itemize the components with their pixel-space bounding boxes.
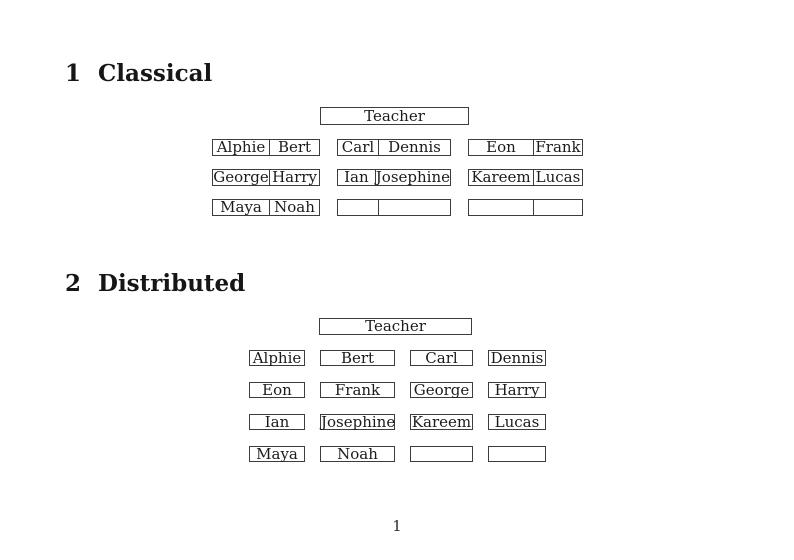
page-number: 1 bbox=[392, 517, 402, 535]
seat-box: George bbox=[410, 382, 473, 398]
teacher-box: Teacher bbox=[319, 318, 472, 335]
desk-seat-right: Dennis bbox=[388, 138, 441, 156]
desk-seat-right bbox=[534, 200, 582, 215]
desk-seat-left: George bbox=[213, 168, 270, 186]
desk-seat-left: Kareem bbox=[469, 170, 534, 185]
desk-seat-left bbox=[469, 200, 534, 215]
seat-box: Eon bbox=[249, 382, 305, 398]
seat-box: Maya bbox=[249, 446, 305, 462]
desk: George Harry bbox=[212, 169, 320, 186]
desk-seat-left: Ian bbox=[338, 170, 376, 185]
desk-empty bbox=[337, 199, 451, 216]
section-number: 1 bbox=[65, 60, 82, 87]
desk: Alphie Bert bbox=[212, 139, 320, 156]
desk-seat-left bbox=[338, 200, 379, 215]
seat-box: Carl bbox=[410, 350, 473, 366]
desk-seat-right: Josephine bbox=[375, 168, 450, 186]
seat-box: Ian bbox=[249, 414, 305, 430]
desk: Carl Dennis bbox=[337, 139, 451, 156]
distributed-seat-grid: Alphie Bert Carl Dennis Eon Frank George… bbox=[249, 350, 546, 462]
section-title: Distributed bbox=[98, 270, 246, 297]
desk: Ian Josephine bbox=[337, 169, 451, 186]
seat-box-empty bbox=[410, 446, 473, 462]
section-heading-distributed: 2 Distributed bbox=[65, 272, 245, 296]
seat-box: Josephine bbox=[320, 413, 396, 431]
section-heading-classical: 1 Classical bbox=[65, 62, 212, 86]
desk: Kareem Lucas bbox=[468, 169, 583, 186]
desk: Eon Frank bbox=[468, 139, 583, 156]
section-number: 2 bbox=[65, 270, 82, 297]
seat-box: Kareem bbox=[410, 413, 473, 431]
desk-seat-right: Bert bbox=[277, 138, 312, 156]
seat-box: Bert bbox=[320, 350, 395, 366]
seat-box: Dennis bbox=[488, 350, 546, 366]
seat-box: Frank bbox=[320, 382, 395, 398]
desk-seat-left: Alphie bbox=[213, 140, 270, 155]
seat-box: Noah bbox=[320, 446, 395, 462]
desk-seat-right: Harry bbox=[272, 168, 317, 186]
desk-seat-right: Lucas bbox=[535, 168, 581, 186]
desk-seat-left: Eon bbox=[469, 140, 534, 155]
desk-seat-right: Frank bbox=[535, 138, 581, 156]
desk-seat-right: Noah bbox=[274, 198, 315, 216]
desk-seat-right bbox=[379, 200, 450, 215]
section-title: Classical bbox=[98, 60, 213, 87]
teacher-box: Teacher bbox=[320, 107, 469, 125]
seat-box: Lucas bbox=[488, 414, 546, 430]
desk-empty bbox=[468, 199, 583, 216]
desk: Maya Noah bbox=[212, 199, 320, 216]
seat-box-empty bbox=[488, 446, 546, 462]
classical-desk-grid: Alphie Bert Carl Dennis Eon Frank George… bbox=[212, 139, 583, 216]
desk-seat-left: Maya bbox=[213, 200, 270, 215]
seat-box: Alphie bbox=[249, 350, 305, 366]
desk-seat-left: Carl bbox=[338, 140, 379, 155]
seat-box: Harry bbox=[488, 382, 546, 398]
